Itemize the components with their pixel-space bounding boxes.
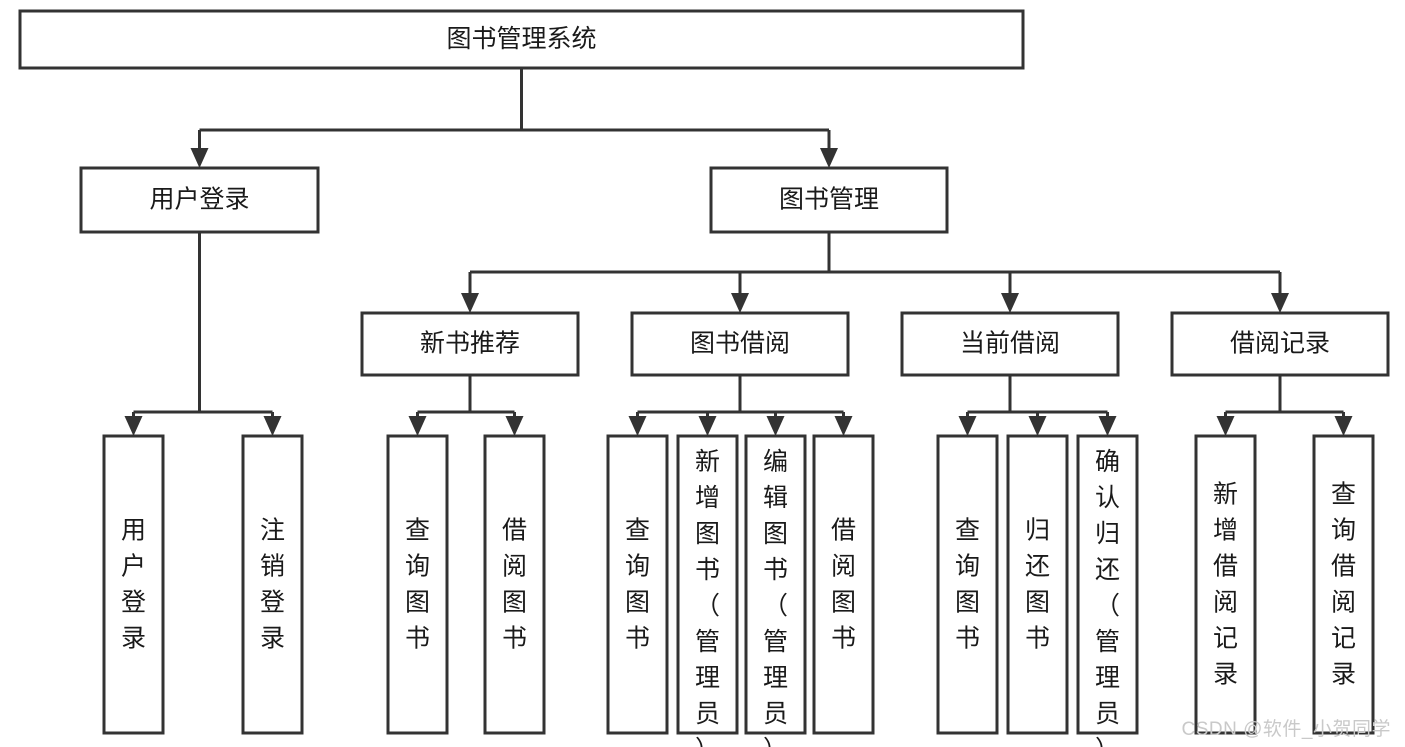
leaf-node-leaf-edit-book-admin-label: 编辑图书（管理员） (763, 448, 788, 747)
arrow-head (820, 148, 838, 168)
leaf-node-leaf-query-borrow-record-box[interactable] (1312, 434, 1375, 735)
arrow-head (698, 416, 717, 436)
level2-node-book-management[interactable]: 图书管理 (709, 166, 949, 234)
level2-node-user-login-box[interactable] (79, 166, 320, 234)
leaf-node-leaf-add-borrow-record-box[interactable] (1194, 434, 1257, 735)
level3-node-borrow-record-label: 借阅记录 (1230, 330, 1330, 358)
leaf-node-leaf-borrow-books-2-label: 借阅图书 (831, 516, 856, 652)
level3-node-current-borrow[interactable]: 当前借阅 (900, 311, 1120, 377)
connector-edges (124, 68, 1353, 436)
level3-node-new-book-recommend[interactable]: 新书推荐 (360, 311, 580, 377)
leaf-node-leaf-query-books-2-label: 查询图书 (625, 516, 650, 652)
leaf-node-leaf-logout-label: 注销登录 (260, 516, 285, 652)
root-node-label: 图书管理系统 (446, 25, 596, 53)
arrow-head (408, 416, 427, 436)
level3-node-book-borrow-box[interactable] (630, 311, 850, 377)
leaf-node-leaf-return-books-box[interactable] (1006, 434, 1069, 735)
level2-node-user-login-label: 用户登录 (149, 186, 249, 214)
leaf-node-leaf-borrow-books-1-box[interactable] (483, 434, 546, 735)
leaf-node-leaf-confirm-return-admin-label: 确认归还（管理员） (1095, 448, 1120, 747)
leaf-node-leaf-add-book-admin[interactable]: 新增图书（管理员） (676, 434, 739, 747)
leaf-node-leaf-return-books-label: 归还图书 (1025, 516, 1050, 652)
leaf-node-leaf-query-books-2-box[interactable] (606, 434, 669, 735)
leaf-node-leaf-query-books-3[interactable]: 查询图书 (936, 434, 999, 735)
arrow-head (1001, 293, 1019, 313)
leaf-node-leaf-return-books[interactable]: 归还图书 (1006, 434, 1069, 735)
arrow-head (505, 416, 524, 436)
leaf-node-leaf-add-book-admin-label: 新增图书（管理员） (695, 448, 720, 747)
leaf-node-leaf-logout[interactable]: 注销登录 (241, 434, 304, 735)
arrow-head (263, 416, 282, 436)
leaf-node-leaf-user-login-box[interactable] (102, 434, 165, 735)
leaf-node-leaf-confirm-return-admin[interactable]: 确认归还（管理员） (1076, 434, 1139, 747)
arrow-head (1271, 293, 1289, 313)
arrow-head (628, 416, 647, 436)
leaf-node-leaf-add-book-admin-box[interactable] (676, 434, 739, 735)
level2-node-user-login[interactable]: 用户登录 (79, 166, 320, 234)
level3-node-current-borrow-box[interactable] (900, 311, 1120, 377)
level3-node-book-borrow[interactable]: 图书借阅 (630, 311, 850, 377)
leaf-node-leaf-add-borrow-record-label: 新增借阅记录 (1213, 480, 1238, 688)
leaf-node-leaf-borrow-books-1[interactable]: 借阅图书 (483, 434, 546, 735)
arrow-head (190, 148, 209, 168)
leaf-node-leaf-query-borrow-record[interactable]: 查询借阅记录 (1312, 434, 1375, 735)
leaf-node-leaf-edit-book-admin-box[interactable] (744, 434, 807, 735)
leaf-node-leaf-edit-book-admin[interactable]: 编辑图书（管理员） (744, 434, 807, 747)
leaf-node-leaf-query-books-1-box[interactable] (386, 434, 449, 735)
level3-node-book-borrow-label: 图书借阅 (690, 330, 790, 358)
leaf-node-leaf-borrow-books-2-box[interactable] (812, 434, 875, 735)
arrow-head (1028, 416, 1047, 436)
leaf-node-leaf-logout-box[interactable] (241, 434, 304, 735)
root-node-book-management-system[interactable]: 图书管理系统 (18, 9, 1025, 70)
root-node-book-management-system-box[interactable] (18, 9, 1025, 70)
leaf-node-leaf-query-borrow-record-label: 查询借阅记录 (1331, 480, 1356, 688)
node-boxes: 图书管理系统用户登录图书管理新书推荐图书借阅当前借阅借阅记录用户登录注销登录查询… (18, 9, 1390, 747)
level3-node-new-book-recommend-box[interactable] (360, 311, 580, 377)
leaf-node-leaf-confirm-return-admin-box[interactable] (1076, 434, 1139, 735)
level2-node-book-management-label: 图书管理 (779, 186, 879, 214)
arrow-head (124, 416, 143, 436)
leaf-node-leaf-query-books-3-box[interactable] (936, 434, 999, 735)
level3-node-borrow-record-box[interactable] (1170, 311, 1390, 377)
arrow-head (766, 416, 785, 436)
arrow-head (1334, 416, 1353, 436)
leaf-node-leaf-query-books-1[interactable]: 查询图书 (386, 434, 449, 735)
leaf-node-leaf-add-borrow-record[interactable]: 新增借阅记录 (1194, 434, 1257, 735)
level3-node-current-borrow-label: 当前借阅 (960, 330, 1060, 358)
arrow-head (958, 416, 977, 436)
arrow-head (461, 293, 479, 313)
leaf-node-leaf-user-login-label: 用户登录 (121, 516, 146, 652)
level2-node-book-management-box[interactable] (709, 166, 949, 234)
leaf-node-leaf-user-login[interactable]: 用户登录 (102, 434, 165, 735)
arrow-head (1216, 416, 1235, 436)
level3-node-borrow-record[interactable]: 借阅记录 (1170, 311, 1390, 377)
arrow-head (731, 293, 749, 313)
leaf-node-leaf-borrow-books-2[interactable]: 借阅图书 (812, 434, 875, 735)
arrow-head (1098, 416, 1117, 436)
leaf-node-leaf-borrow-books-1-label: 借阅图书 (502, 516, 527, 652)
level3-node-new-book-recommend-label: 新书推荐 (420, 330, 520, 358)
arrow-head (834, 416, 853, 436)
leaf-node-leaf-query-books-3-label: 查询图书 (955, 516, 980, 652)
leaf-node-leaf-query-books-2[interactable]: 查询图书 (606, 434, 669, 735)
leaf-node-leaf-query-books-1-label: 查询图书 (405, 516, 430, 652)
